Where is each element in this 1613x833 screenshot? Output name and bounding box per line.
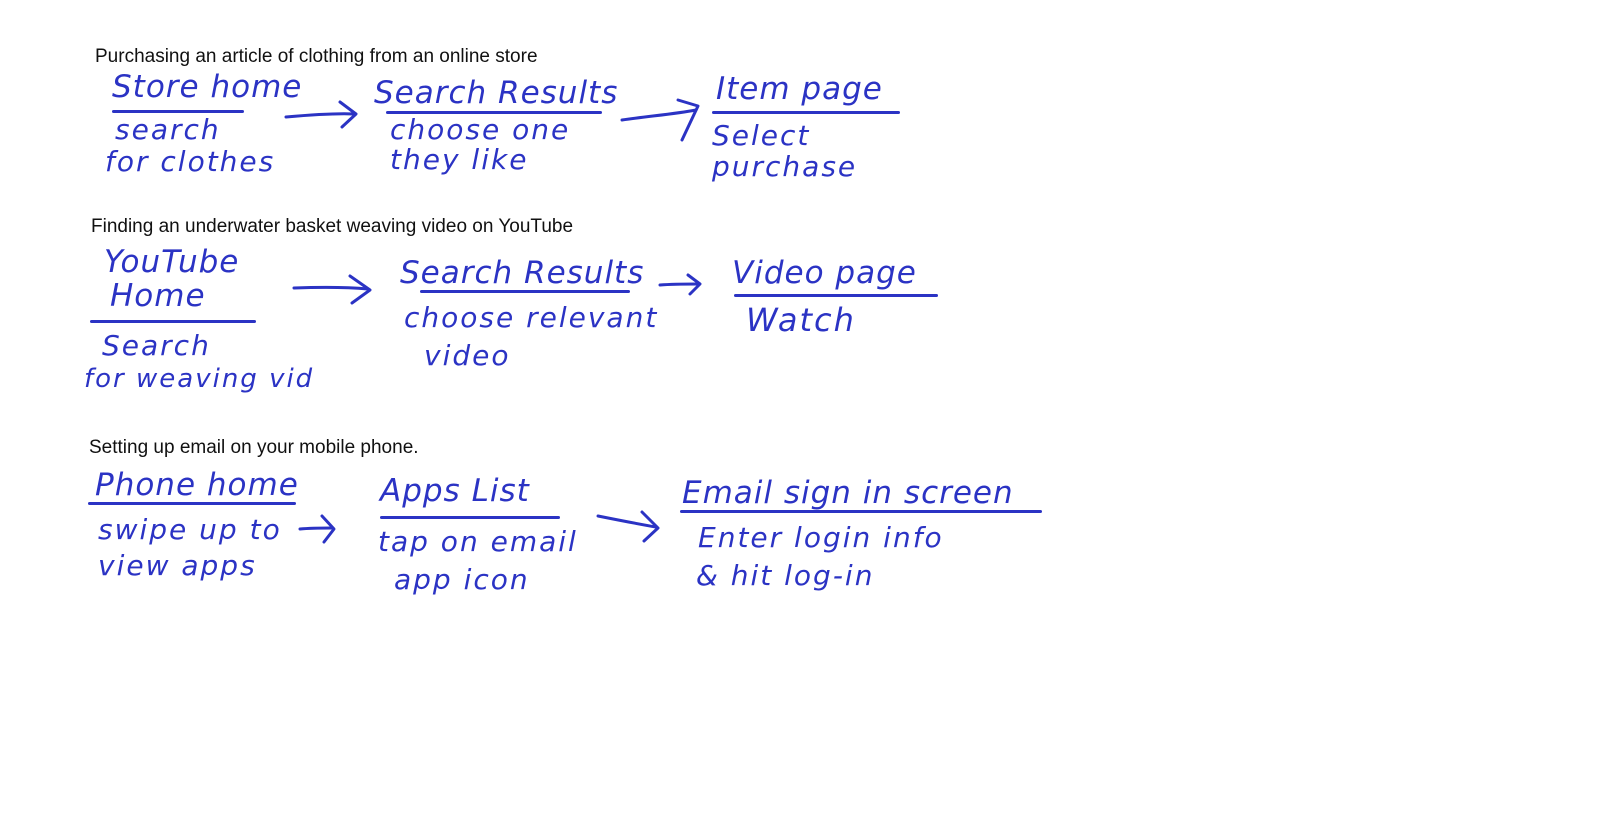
step-heading-underline — [112, 110, 244, 113]
step-action: video — [424, 339, 511, 372]
step-heading-underline — [380, 516, 560, 519]
step-action: Search — [102, 329, 211, 362]
step-action: swipe up to — [98, 513, 282, 546]
flow-arrow-icon — [284, 100, 358, 129]
step-action: for clothes — [105, 145, 276, 178]
flow-arrow-icon — [620, 98, 700, 142]
step-heading: Video page — [732, 255, 917, 291]
flow-arrow-icon — [298, 514, 336, 544]
step-action: app icon — [394, 563, 530, 596]
step-heading-underline — [712, 111, 900, 114]
scenario-3-title: Setting up email on your mobile phone. — [89, 437, 419, 458]
flow-arrow-icon — [292, 274, 372, 305]
step-action: Watch — [746, 301, 856, 339]
step-heading: YouTube — [104, 244, 240, 280]
step-heading: Search Results — [374, 75, 619, 111]
step-action: purchase — [712, 150, 858, 183]
step-action: Select — [712, 119, 811, 152]
step-heading-underline — [734, 294, 938, 297]
step-heading-underline — [90, 320, 256, 323]
step-action: choose one — [390, 113, 571, 146]
step-action: Enter login info — [698, 521, 944, 554]
step-heading-underline — [386, 111, 602, 114]
flow-arrow-icon — [658, 273, 702, 296]
step-heading: Item page — [716, 71, 883, 107]
step-heading-underline — [88, 502, 296, 505]
step-action: choose relevant — [404, 301, 659, 334]
step-action: tap on email — [378, 525, 578, 558]
step-heading: Phone home — [95, 467, 299, 503]
step-heading-underline — [420, 290, 630, 293]
step-heading: Email sign in screen — [682, 475, 1014, 511]
step-action: for weaving vid — [84, 364, 315, 394]
step-action: view apps — [98, 549, 257, 582]
flow-arrow-icon — [596, 510, 660, 543]
step-heading: Search Results — [400, 255, 645, 291]
step-heading: Apps List — [380, 473, 530, 509]
step-action: they like — [390, 143, 529, 176]
step-action: & hit log-in — [696, 559, 875, 592]
scenario-2-title: Finding an underwater basket weaving vid… — [91, 216, 574, 237]
step-heading: Store home — [112, 69, 303, 105]
step-heading-underline — [680, 510, 1042, 513]
scenario-1-title: Purchasing an article of clothing from a… — [95, 46, 538, 67]
step-action: search — [115, 113, 221, 146]
step-heading: Home — [110, 278, 206, 314]
